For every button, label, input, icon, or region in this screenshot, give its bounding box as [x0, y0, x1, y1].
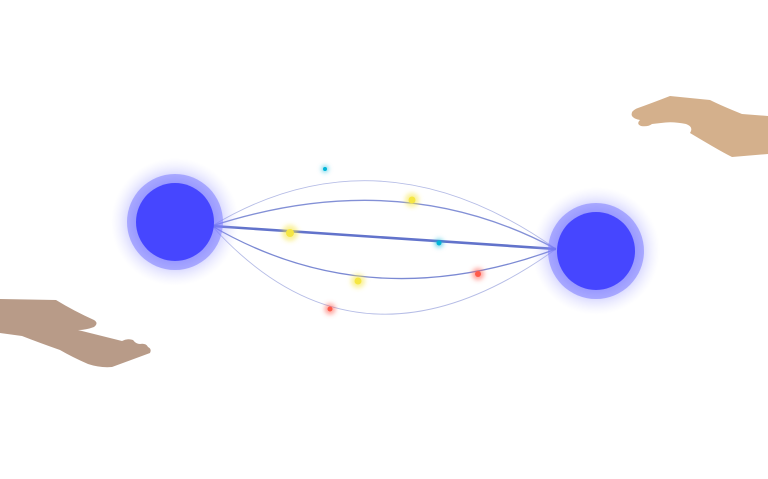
yellow-spark — [351, 274, 365, 288]
cyan-spark — [434, 238, 444, 248]
particle-core — [286, 229, 294, 237]
right-orb — [532, 187, 660, 315]
left-hand-shape — [0, 299, 151, 368]
particle-core — [323, 167, 327, 171]
particle-core — [436, 240, 442, 246]
red-spark — [324, 303, 336, 315]
right-orb-core — [557, 212, 635, 290]
connection-line — [211, 225, 557, 315]
right-hand — [631, 96, 768, 157]
connection-line — [211, 225, 557, 280]
yellow-spark — [282, 225, 298, 241]
particle-core — [327, 306, 333, 312]
red-spark — [472, 268, 484, 280]
cyan-spark — [321, 165, 329, 173]
connection-lines — [211, 180, 557, 315]
left-hand — [0, 299, 151, 368]
particle-core — [475, 271, 481, 277]
left-orb — [111, 158, 239, 286]
yellow-spark — [405, 193, 419, 207]
connection-line — [211, 224, 557, 251]
left-orb-core — [136, 183, 214, 261]
particles — [282, 165, 484, 315]
particle-core — [408, 196, 416, 204]
right-hand-shape — [631, 96, 768, 157]
particle-core — [354, 277, 362, 285]
connection-line — [211, 180, 557, 250]
connection-line — [211, 199, 557, 250]
